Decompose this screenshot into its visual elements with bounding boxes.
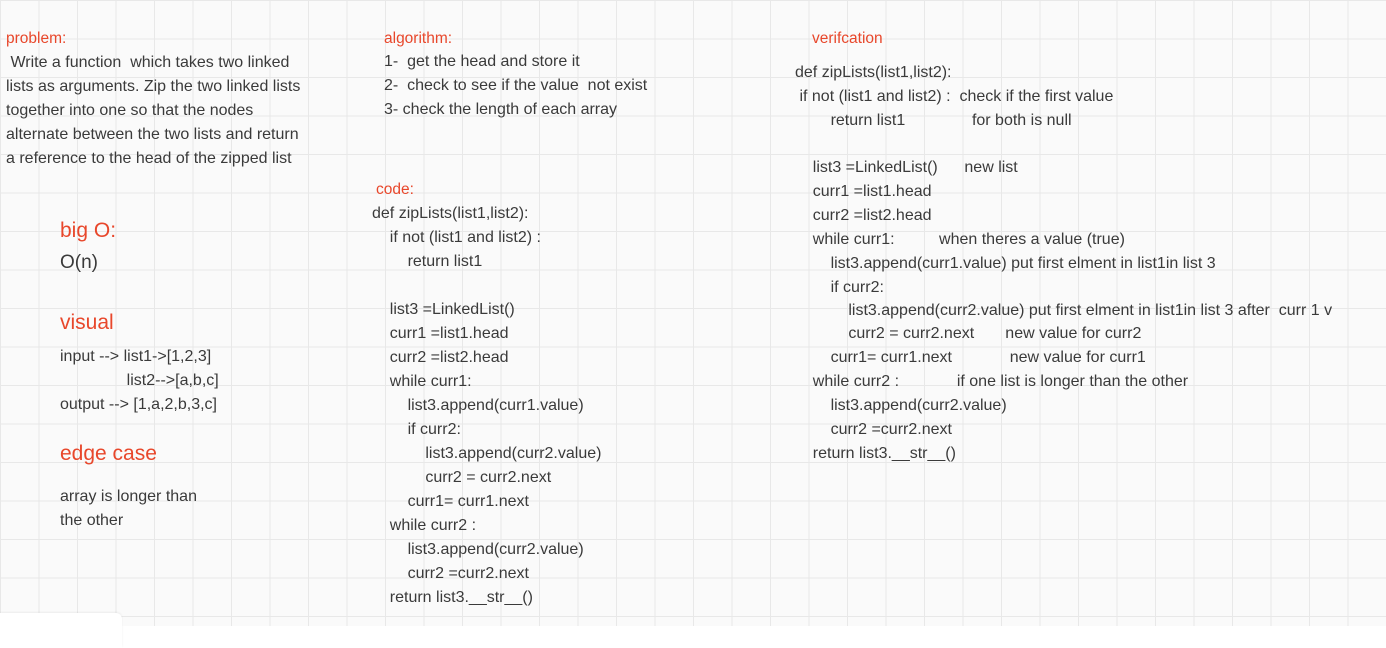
code-heading: code: bbox=[376, 181, 414, 198]
code-line-11: list3.append(curr2.value) bbox=[372, 445, 602, 462]
verify-line-12: curr2 = curr2.next new value for curr2 bbox=[795, 325, 1142, 342]
visual-heading: visual bbox=[60, 311, 114, 334]
bottom-strip bbox=[0, 626, 1386, 648]
code-line-2: if not (list1 and list2) : bbox=[372, 229, 541, 246]
code-line-3: return list1 bbox=[372, 253, 483, 270]
code-line-7: curr2 =list2.head bbox=[372, 349, 509, 366]
code-line-10: if curr2: bbox=[372, 421, 461, 438]
visual-line-3: output --> [1,a,2,b,3,c] bbox=[60, 396, 217, 413]
problem-line-5: a reference to the head of the zipped li… bbox=[6, 150, 292, 167]
problem-line-1: Write a function which takes two linked bbox=[6, 54, 290, 71]
verify-line-13: curr1= curr1.next new value for curr1 bbox=[795, 349, 1146, 366]
verify-line-6: curr1 =list1.head bbox=[795, 183, 932, 200]
problem-line-2: lists as arguments. Zip the two linked l… bbox=[6, 78, 301, 95]
big-o-value: O(n) bbox=[60, 252, 98, 273]
verify-line-9: list3.append(curr1.value) put first elme… bbox=[795, 255, 1216, 272]
verify-line-5: list3 =LinkedList() new list bbox=[795, 159, 1018, 176]
verify-line-8: while curr1: when theres a value (true) bbox=[795, 231, 1125, 248]
problem-line-4: alternate between the two lists and retu… bbox=[6, 126, 299, 143]
verify-line-14: while curr2 : if one list is longer than… bbox=[795, 373, 1189, 390]
code-line-17: return list3.__str__() bbox=[372, 589, 533, 606]
code-line-1: def zipLists(list1,list2): bbox=[372, 205, 529, 222]
whiteboard-canvas[interactable] bbox=[0, 0, 1386, 626]
verify-line-7: curr2 =list2.head bbox=[795, 207, 932, 224]
code-line-9: list3.append(curr1.value) bbox=[372, 397, 584, 414]
edge-case-line-2: the other bbox=[60, 512, 124, 529]
code-line-8: while curr1: bbox=[372, 373, 472, 390]
verify-line-16: curr2 =curr2.next bbox=[795, 421, 952, 438]
code-line-14: while curr2 : bbox=[372, 517, 477, 534]
algorithm-heading: algorithm: bbox=[384, 30, 453, 47]
algorithm-step-1: 1- get the head and store it bbox=[384, 53, 580, 70]
code-line-12: curr2 = curr2.next bbox=[372, 469, 552, 486]
verification-heading: verifcation bbox=[812, 30, 883, 47]
verify-line-15: list3.append(curr2.value) bbox=[795, 397, 1007, 414]
algorithm-step-2: 2- check to see if the value not exist bbox=[384, 77, 648, 94]
verify-line-11: list3.append(curr2.value) put first elme… bbox=[795, 302, 1333, 319]
algorithm-step-3: 3- check the length of each array bbox=[384, 101, 618, 118]
code-line-15: list3.append(curr2.value) bbox=[372, 541, 584, 558]
verify-line-2: if not (list1 and list2) : check if the … bbox=[795, 88, 1114, 105]
corner-panel bbox=[0, 613, 122, 648]
code-line-5: list3 =LinkedList() bbox=[372, 301, 515, 318]
edge-case-line-1: array is longer than bbox=[60, 488, 197, 505]
visual-line-1: input --> list1->[1,2,3] bbox=[60, 348, 212, 365]
edge-case-heading: edge case bbox=[60, 442, 157, 465]
verify-line-1: def zipLists(list1,list2): bbox=[795, 64, 952, 81]
problem-heading: problem: bbox=[6, 30, 67, 47]
visual-line-2: list2-->[a,b,c] bbox=[60, 372, 219, 389]
verify-line-10: if curr2: bbox=[795, 279, 884, 296]
big-o-heading: big O: bbox=[60, 219, 117, 242]
verify-line-17: return list3.__str__() bbox=[795, 445, 956, 462]
code-line-16: curr2 =curr2.next bbox=[372, 565, 529, 582]
code-line-13: curr1= curr1.next bbox=[372, 493, 529, 510]
problem-line-3: together into one so that the nodes bbox=[6, 102, 254, 119]
code-line-6: curr1 =list1.head bbox=[372, 325, 509, 342]
verify-line-3: return list1 for both is null bbox=[795, 112, 1072, 129]
